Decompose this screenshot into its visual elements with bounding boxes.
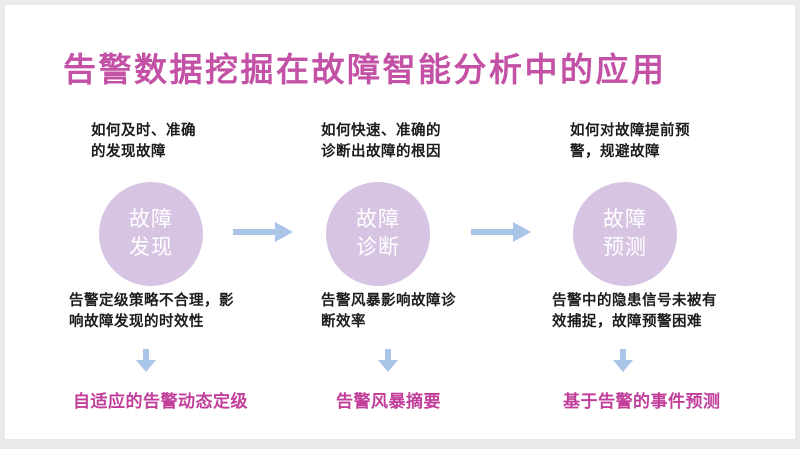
stage-circle-fault-prediction: 故障 预测 — [573, 182, 677, 286]
solution-fault-discovery: 自适应的告警动态定级 — [73, 392, 248, 411]
problem-fault-diagnosis: 告警风暴影响故障诊 断效率 — [321, 293, 456, 330]
down-arrow-icon — [136, 349, 156, 372]
stage-circle-fault-diagnosis: 故障 诊断 — [326, 182, 430, 286]
slide: 告警数据挖掘在故障智能分析中的应用 如何及时、准确 的发现故障 如何快速、准确的… — [5, 5, 795, 439]
question-fault-discovery: 如何及时、准确 的发现故障 — [91, 123, 196, 160]
stage-circle-fault-discovery: 故障 发现 — [99, 182, 203, 286]
problem-fault-discovery: 告警定级策略不合理，影 响故障发现的时效性 — [69, 293, 234, 330]
stage-label-fault-diagnosis: 故障 诊断 — [356, 208, 400, 259]
right-arrow-icon — [233, 222, 293, 242]
solution-fault-diagnosis: 告警风暴摘要 — [336, 392, 441, 411]
down-arrow-icon — [378, 349, 398, 372]
question-fault-prediction: 如何对故障提前预 警，规避故障 — [570, 123, 690, 160]
right-arrow-icon — [471, 222, 531, 242]
down-arrow-icon — [613, 349, 633, 372]
stage-label-fault-discovery: 故障 发现 — [129, 208, 173, 259]
solution-fault-prediction: 基于告警的事件预测 — [563, 392, 721, 411]
problem-fault-prediction: 告警中的隐患信号未被有 效捕捉，故障预警困难 — [552, 293, 717, 330]
question-fault-diagnosis: 如何快速、准确的 诊断出故障的根因 — [321, 123, 441, 160]
stage-label-fault-prediction: 故障 预测 — [603, 208, 647, 259]
slide-title: 告警数据挖掘在故障智能分析中的应用 — [63, 51, 667, 88]
